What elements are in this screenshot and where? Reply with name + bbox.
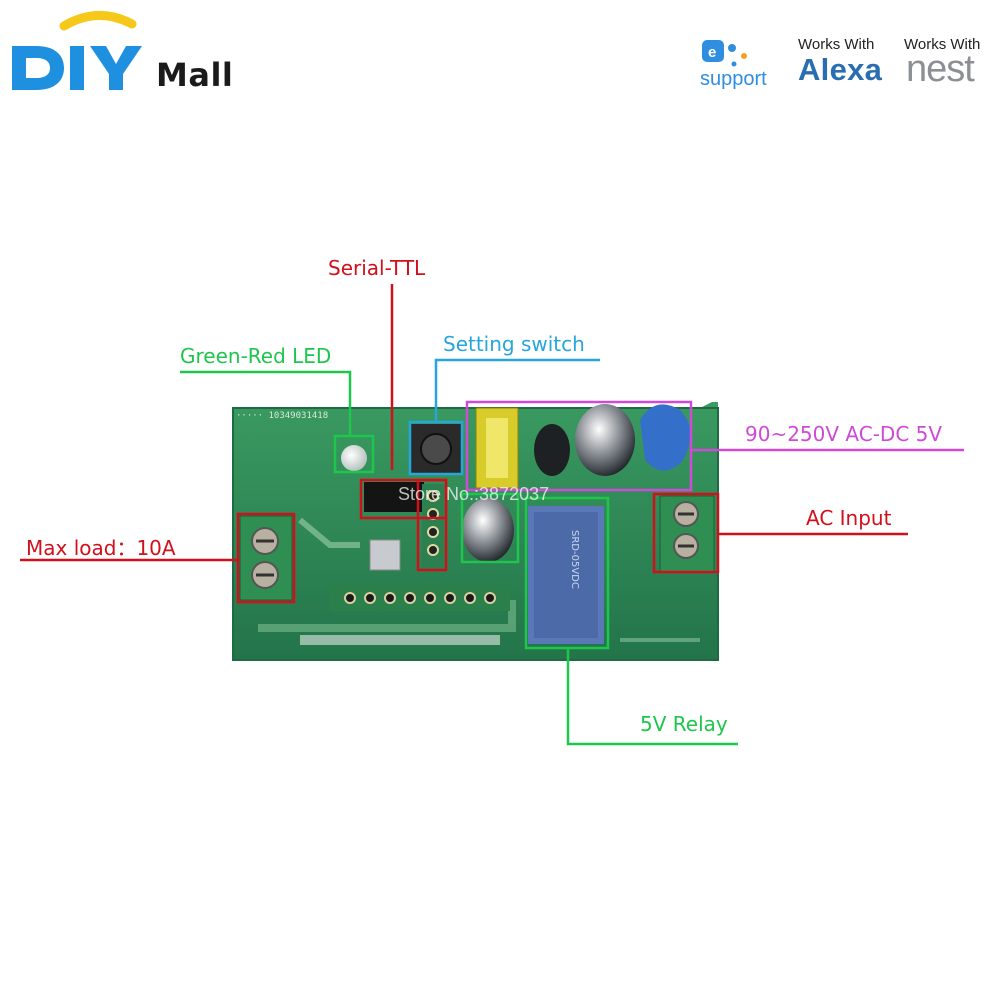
esupport-badge: e support (698, 38, 778, 94)
power-supply-label: 90~250V AC-DC 5V (745, 422, 943, 446)
load-terminal-block (239, 515, 293, 601)
callout-ac-input (652, 492, 908, 574)
ac-input-terminal-block (659, 495, 715, 573)
pcb-silkscreen: ····· 10349031418 (236, 411, 328, 421)
diymall-logo: Mall (8, 6, 238, 96)
works-with-alexa-badge: Works With Alexa (798, 36, 898, 96)
x-capacitor (640, 404, 691, 471)
filter-capacitor (462, 498, 514, 562)
serial-ttl-label: Serial-TTL (328, 256, 426, 280)
logo-mall-text: Mall (156, 56, 234, 94)
relay-component: SRD-05VDC (528, 506, 604, 644)
svg-text:e: e (708, 44, 716, 61)
pin-header-row (330, 585, 510, 611)
alexa-wordmark: Alexa (798, 52, 883, 87)
works-with-text: Works With (904, 36, 981, 53)
serial-header-pins (422, 484, 444, 568)
ewelink-icon: e (702, 40, 747, 67)
max-load-label: Max load：10A (26, 536, 176, 560)
callout-power (465, 400, 964, 492)
ac-input-label: AC Input (806, 506, 892, 530)
callout-switch (408, 358, 600, 476)
esupport-text: support (700, 68, 767, 90)
works-with-nest-badge: Works With nest (904, 36, 1000, 96)
callout-led (180, 370, 375, 474)
electrolytic-capacitor (575, 404, 635, 476)
callout-max-load (20, 512, 296, 604)
callout-serial (359, 284, 448, 572)
relay-label: 5V Relay (640, 712, 728, 736)
nest-wordmark: nest (906, 48, 975, 90)
ic-chip (364, 482, 424, 512)
tactile-switch (410, 424, 462, 474)
led-indicator (341, 445, 367, 471)
setting-switch-label: Setting switch (443, 332, 585, 356)
store-watermark: Store No.:3872037 (398, 484, 550, 504)
callout-capacitor-box (460, 492, 520, 564)
wifi-chip (369, 539, 401, 571)
green-red-led-label: Green-Red LED (180, 344, 332, 368)
diy-logo-graphic (12, 11, 142, 90)
callout-relay (524, 496, 738, 746)
svg-text:SRD-05VDC: SRD-05VDC (569, 530, 580, 589)
works-with-text: Works With (798, 36, 875, 53)
